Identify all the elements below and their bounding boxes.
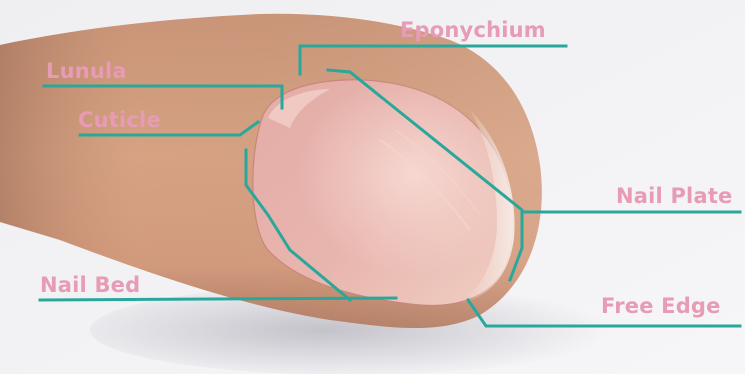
label-eponychium: Eponychium: [400, 20, 546, 41]
label-free-edge: Free Edge: [601, 296, 721, 317]
label-lunula: Lunula: [46, 61, 127, 82]
leader-nail-bed: [40, 298, 396, 300]
label-nail-plate: Nail Plate: [616, 186, 733, 207]
label-nail-bed: Nail Bed: [40, 275, 140, 296]
label-cuticle: Cuticle: [78, 110, 161, 131]
